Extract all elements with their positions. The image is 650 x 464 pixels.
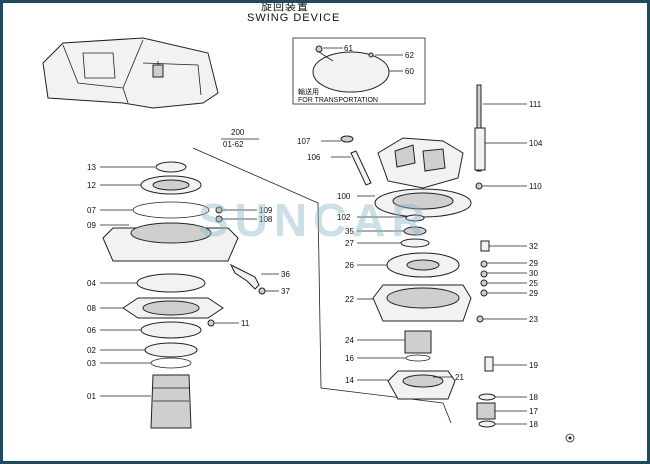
callout-07: 07 xyxy=(87,206,96,215)
callout-12: 12 xyxy=(87,181,96,190)
callout-35: 35 xyxy=(345,227,354,236)
callout-62: 62 xyxy=(405,51,414,60)
callout-23: 23 xyxy=(529,315,538,324)
callout-29a: 29 xyxy=(529,259,538,268)
middle-callouts: 109 108 36 37 11 xyxy=(207,206,290,328)
assembly-outline xyxy=(192,147,452,424)
callout-19: 19 xyxy=(529,361,538,370)
title-jp: 旋回装置 xyxy=(261,3,309,13)
callout-61: 61 xyxy=(344,44,353,53)
callout-106: 106 xyxy=(307,153,321,162)
callout-24: 24 xyxy=(345,336,354,345)
callout-100: 100 xyxy=(337,192,351,201)
callout-111: 111 xyxy=(529,100,542,109)
callout-09: 09 xyxy=(87,221,96,230)
callout-36: 36 xyxy=(281,270,290,279)
callout-30: 30 xyxy=(529,269,538,278)
callout-29b: 29 xyxy=(529,289,538,298)
callout-108: 108 xyxy=(259,215,273,224)
callout-60: 60 xyxy=(405,67,414,76)
callout-18a: 18 xyxy=(529,393,538,402)
ref-top: 200 xyxy=(231,128,245,137)
callout-22: 22 xyxy=(345,295,354,304)
callout-13: 13 xyxy=(87,163,96,172)
left-callouts: 13 12 07 09 04 08 06 02 03 01 xyxy=(87,163,155,401)
callout-06: 06 xyxy=(87,326,96,335)
callout-104: 104 xyxy=(529,139,543,148)
callout-17: 17 xyxy=(529,407,538,416)
corner-mark-dot xyxy=(568,436,572,440)
transport-label-jp: 輸送用 xyxy=(298,87,319,96)
excavator-sketch xyxy=(42,37,219,109)
callout-08: 08 xyxy=(87,304,96,313)
callout-37: 37 xyxy=(281,287,290,296)
transport-inset: 61 62 60 輸送用 FOR TRANSPORTATION xyxy=(292,37,426,105)
title: SWING DEVICE xyxy=(247,12,340,24)
callout-102: 102 xyxy=(337,213,351,222)
callout-26: 26 xyxy=(345,261,354,270)
callout-110: 110 xyxy=(529,182,542,191)
watermark: SUNCAR xyxy=(198,194,431,246)
callout-25: 25 xyxy=(529,279,538,288)
transport-label: FOR TRANSPORTATION xyxy=(298,97,378,104)
ref-bottom: 01-62 xyxy=(223,140,244,149)
callout-32: 32 xyxy=(529,242,538,251)
callout-18b: 18 xyxy=(529,420,538,429)
right-callouts: 107 106 111 104 110 100 102 35 27 32 26 … xyxy=(297,100,543,429)
callout-14: 14 xyxy=(345,376,354,385)
callout-03: 03 xyxy=(87,359,96,368)
right-part-stack xyxy=(340,84,496,428)
corner-mark-icon xyxy=(565,433,575,443)
callout-11: 11 xyxy=(241,319,250,328)
callout-107: 107 xyxy=(297,137,311,146)
callout-01: 01 xyxy=(87,392,96,401)
callout-16: 16 xyxy=(345,354,354,363)
swing-device-diagram: 旋回装置 SWING DEVICE 61 62 60 輸送用 FOR TRANS… xyxy=(42,3,575,443)
callout-21: 21 xyxy=(455,373,464,382)
callout-27: 27 xyxy=(345,239,354,248)
callout-02: 02 xyxy=(87,346,96,355)
callout-04: 04 xyxy=(87,279,96,288)
callout-109: 109 xyxy=(259,206,273,215)
